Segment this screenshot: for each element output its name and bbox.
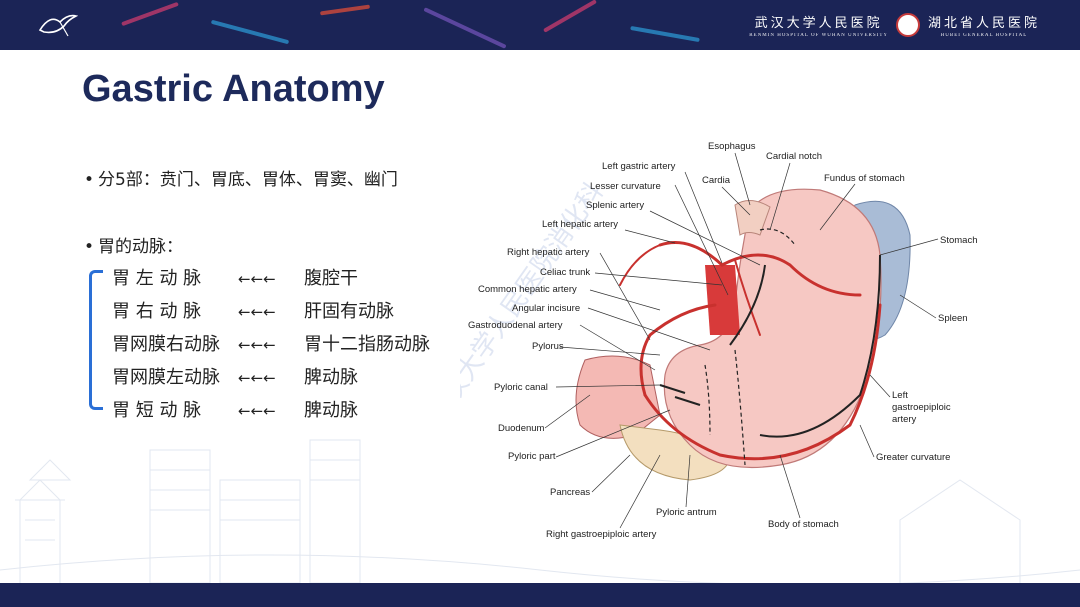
label-left-hepatic-artery: Left hepatic artery [542,219,618,230]
stomach-shape [663,188,882,469]
label-duodenum: Duodenum [498,423,545,434]
artery-row: 胃 右 动 脉 ←←← 肝固有动脉 [112,297,394,323]
label-pancreas: Pancreas [550,487,590,498]
arrow-icon: ←←← [238,369,276,387]
bullet-gastric-arteries: •胃的动脉： [84,232,183,257]
label-right-gastroepiploic-artery: Right gastroepiploic artery [546,529,657,540]
bullet-dot: • [84,170,95,190]
artery-name: 胃 右 动 脉 [112,301,202,322]
artery-row: 胃 短 动 脉 ←←← 脾动脉 [112,396,358,422]
label-esophagus: Esophagus [708,141,756,152]
arrow-icon: ←←← [238,270,276,288]
label-pyloric-canal: Pyloric canal [494,382,548,393]
label-left-gastric-artery: Left gastric artery [602,161,676,172]
label-left-gastroepiploic-1: Left [892,390,908,401]
stomach-anatomy-diagram: 武汉大学人民医院消化科 Esophagus Cardial notch Left… [460,141,978,540]
label-left-gastroepiploic-2: gastroepiploic [892,402,951,413]
decor-streak [423,7,507,49]
footer-bar [0,583,1080,607]
hospital-name-en-2: HUBEI GENERAL HOSPITAL [940,33,1028,38]
artery-list-bracket [89,270,103,410]
artery-source: 脾动脉 [304,367,358,388]
artery-source: 腹腔干 [304,268,358,289]
label-pyloric-part: Pyloric part [508,451,556,462]
decor-streak [121,1,179,27]
city-skyline-background [0,439,1080,583]
decor-streak [630,25,700,43]
label-fundus: Fundus of stomach [824,173,905,184]
artery-name: 胃 短 动 脉 [112,400,202,421]
decor-streak [319,4,371,16]
arrow-icon: ←←← [238,402,276,420]
decor-streak [210,19,290,45]
bullet-text: 胃的动脉： [98,237,183,257]
leader-lines [544,152,939,529]
label-common-hepatic-artery: Common hepatic artery [478,284,577,295]
label-left-gastroepiploic-3: artery [892,414,917,425]
artery-row: 胃 左 动 脉 ←←← 腹腔干 [112,264,358,290]
crane-logo-icon [38,14,78,37]
bullet-dot: • [84,237,95,257]
decor-streak [543,0,597,33]
label-gastroduodenal-artery: Gastroduodenal artery [468,320,563,331]
artery-name: 胃 左 动 脉 [112,268,202,289]
hospital-brand: 武汉大学人民医院 RENMIN HOSPITAL OF WUHAN UNIVER… [749,8,1040,42]
header-bar: 武汉大学人民医院 RENMIN HOSPITAL OF WUHAN UNIVER… [0,0,1080,50]
artery-row: 胃网膜右动脉 ←←← 胃十二指肠动脉 [112,330,430,356]
label-body-of-stomach: Body of stomach [768,519,839,530]
label-angular-incisure: Angular incisure [512,303,580,314]
label-cardial-notch: Cardial notch [766,151,822,162]
label-right-hepatic-artery: Right hepatic artery [507,247,590,258]
label-stomach: Stomach [940,235,978,246]
artery-source: 脾动脉 [304,400,358,421]
hospital-name-cn-1: 武汉大学人民医院 [754,16,883,31]
aorta-shape [705,265,740,335]
label-spleen: Spleen [938,313,968,324]
hospital-name-cn-2: 湖北省人民医院 [927,16,1040,31]
label-greater-curvature: Greater curvature [876,452,950,463]
label-pyloric-antrum: Pyloric antrum [656,507,717,518]
duodenum-shape [575,355,661,439]
artery-name: 胃网膜左动脉 [112,367,220,388]
hospital-seal-icon [895,13,920,37]
artery-source: 肝固有动脉 [304,301,394,322]
arteries-network [619,241,882,461]
label-cardia: Cardia [702,175,731,186]
flow-arrows [659,254,881,438]
region-dividers [704,228,796,466]
artery-source: 胃十二指肠动脉 [304,334,430,355]
label-celiac-trunk: Celiac trunk [540,267,590,278]
slide-title: Gastric Anatomy [82,68,385,110]
label-pylorus: Pylorus [532,341,564,352]
label-splenic-artery: Splenic artery [586,200,644,211]
arrow-icon: ←←← [238,336,276,354]
artery-row: 胃网膜左动脉 ←←← 脾动脉 [112,363,358,389]
arrow-icon: ←←← [238,303,276,321]
bullet-text: 分5部：贲门、胃底、胃体、胃窦、幽门 [98,170,398,190]
artery-name: 胃网膜右动脉 [112,334,220,355]
label-lesser-curvature: Lesser curvature [590,181,661,192]
bullet-stomach-parts: •分5部：贲门、胃底、胃体、胃窦、幽门 [84,165,398,190]
hospital-name-en-1: RENMIN HOSPITAL OF WUHAN UNIVERSITY [749,33,888,38]
